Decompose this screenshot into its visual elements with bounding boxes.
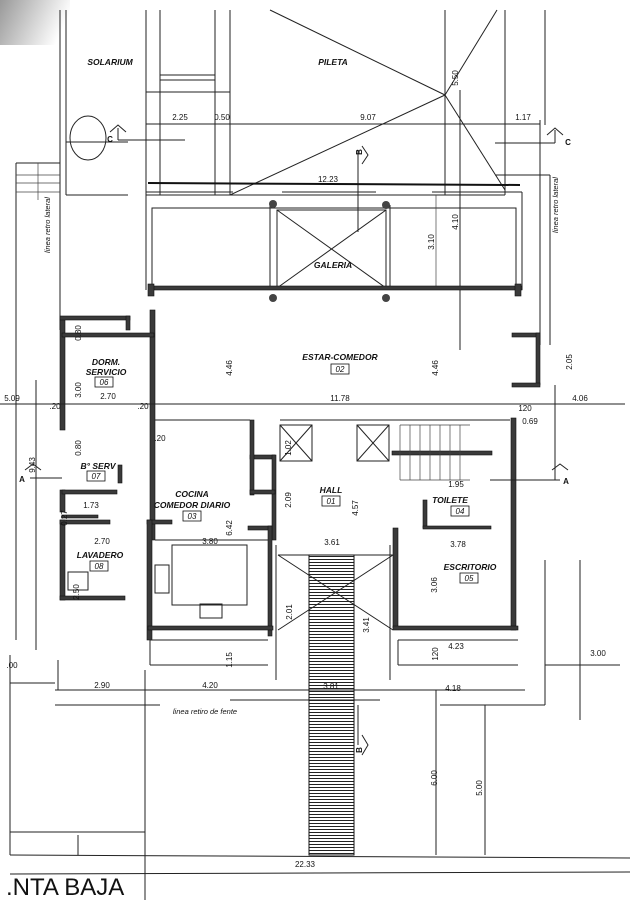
dim-left-setback: 5.09: [4, 394, 20, 403]
dim-stair: 1.95: [448, 480, 464, 489]
dim-front-418: 4.18: [445, 684, 461, 693]
room-label-solarium: SOLARIUM: [87, 57, 133, 67]
dim-front-setback-500: 5.00: [475, 780, 484, 796]
room-label-pileta: PILETA: [318, 57, 348, 67]
drawing-title: .NTA BAJA: [6, 874, 124, 900]
room-label-cocina-line1: COCINA: [175, 489, 209, 499]
room-label-lavadero: LAVADERO: [77, 550, 124, 560]
section-b-label: B: [355, 747, 364, 753]
room-label-dorm-line2: SERVICIO: [86, 367, 127, 377]
dim-cocina-front: 1.15: [225, 652, 234, 668]
scan-noise: [0, 0, 70, 45]
dim-entry-long: 3.41: [362, 617, 371, 633]
dim-lav-depth: 2.50: [72, 584, 81, 600]
note-retiro-lateral-right: linea retro lateral: [551, 177, 560, 233]
walls: [59, 283, 541, 641]
dim-dorm-depth: 3.00: [74, 382, 83, 398]
dim-pool-length: 9.07: [360, 113, 376, 122]
dim-esc-120: 120: [431, 647, 440, 661]
dim-lot-width: 22.33: [295, 860, 316, 869]
dim-total-depth: 9.43: [28, 457, 37, 473]
section-mark-b-bottom: B: [355, 705, 369, 756]
dim-small: 0.27: [60, 510, 69, 526]
section-b-label: B: [355, 149, 364, 155]
dim-solarium-width: 2.25: [172, 113, 188, 122]
dim-esc-front: 4.23: [448, 642, 464, 651]
room-number-hall: 01: [327, 497, 336, 506]
dim-estar-right: 4.46: [431, 360, 440, 376]
room-label-cocina-line2: COMEDOR DIARIO: [154, 500, 231, 510]
dim-bano-width: 1.73: [83, 501, 99, 510]
dim-estar-left: 4.46: [225, 360, 234, 376]
room-label-bano-servicio: B° SERV: [80, 461, 116, 471]
room-number-cocina: 03: [188, 512, 197, 521]
note-retiro-frente: linea retiro de fente: [173, 707, 237, 716]
dim-front-381: 3.81: [323, 682, 339, 691]
dim-cocina-depth: 6.42: [225, 520, 234, 536]
dim-wall: .20: [137, 402, 149, 411]
dim-right-300: 3.00: [590, 649, 606, 658]
dim-right-offset: 1.17: [515, 113, 531, 122]
room-number-lavadero: 08: [95, 562, 104, 571]
dim-front-420: 4.20: [202, 681, 218, 690]
section-mark-a-right: A: [551, 463, 569, 486]
dim-escritorio-depth: 3.06: [430, 577, 439, 593]
dim-gap: 0.50: [214, 113, 230, 122]
section-c-label: C: [565, 138, 571, 147]
galeria-outline: [145, 191, 523, 302]
pool-area: [15, 9, 551, 640]
dim-escritorio-width: 3.78: [450, 540, 466, 549]
room-number-dorm: 06: [100, 378, 109, 387]
room-label-escritorio: ESCRITORIO: [444, 562, 497, 572]
section-mark-a-left: A: [19, 463, 42, 484]
room-label-dorm-line1: DORM.: [92, 357, 120, 367]
room-label-hall: HALL: [320, 485, 343, 495]
section-mark-c-right: C: [495, 127, 571, 147]
room-number-estar-comedor: 02: [336, 365, 345, 374]
dim-cocina-width: 3.80: [202, 537, 218, 546]
dim-bay-window: 2.05: [565, 354, 574, 370]
section-mark-c-left: C: [107, 124, 185, 144]
dim-galeria-depth: 3.10: [427, 234, 436, 250]
dim-wall: .20: [49, 402, 61, 411]
spa-circle: [69, 115, 107, 161]
dim-front-290: 2.90: [94, 681, 110, 690]
dim-hall-width: 3.61: [324, 538, 340, 547]
dim-stair-top: 1.02: [284, 440, 293, 456]
dim-right-120: 120: [518, 404, 532, 413]
dim-entry-depth: 2.01: [285, 604, 294, 620]
dim-closet2: 0.80: [74, 440, 83, 456]
room-label-estar-comedor: ESTAR-COMEDOR: [302, 352, 378, 362]
dim-left-00: .00: [6, 661, 18, 670]
dim-main-width: 11.78: [330, 394, 350, 403]
dim-lav-width: 2.70: [94, 537, 110, 546]
room-number-escritorio: 05: [465, 574, 474, 583]
dim-hall-depth: 4.57: [351, 500, 360, 516]
dim-front-setback-600: 6.00: [430, 770, 439, 786]
dim-wall: .20: [154, 434, 166, 443]
dim-right-069: 0.69: [522, 417, 538, 426]
dim-galeria-width: 12.23: [318, 175, 339, 184]
section-mark-b-top: B: [355, 145, 369, 232]
section-a-label: A: [19, 475, 25, 484]
room-number-toilete: 04: [456, 507, 465, 516]
dim-right-setback: 4.06: [572, 394, 588, 403]
room-number-bano: 07: [92, 472, 101, 481]
section-c-label: C: [107, 135, 113, 144]
dim-galeria-total: 4.10: [451, 214, 460, 230]
dim-closet: 0.80: [74, 325, 83, 341]
room-label-toilete: TOILETE: [432, 495, 468, 505]
dim-hall-side: 2.09: [284, 492, 293, 508]
entry-ramp: [308, 554, 355, 856]
note-retiro-lateral-left: linea retro lateral: [43, 197, 52, 253]
room-label-galeria: GALERIA: [314, 260, 352, 270]
dim-line-galeria: [147, 182, 521, 186]
dim-pool-depth: 5.50: [451, 70, 460, 86]
section-a-label: A: [563, 477, 569, 486]
dim-dorm-width: 2.70: [100, 392, 116, 401]
